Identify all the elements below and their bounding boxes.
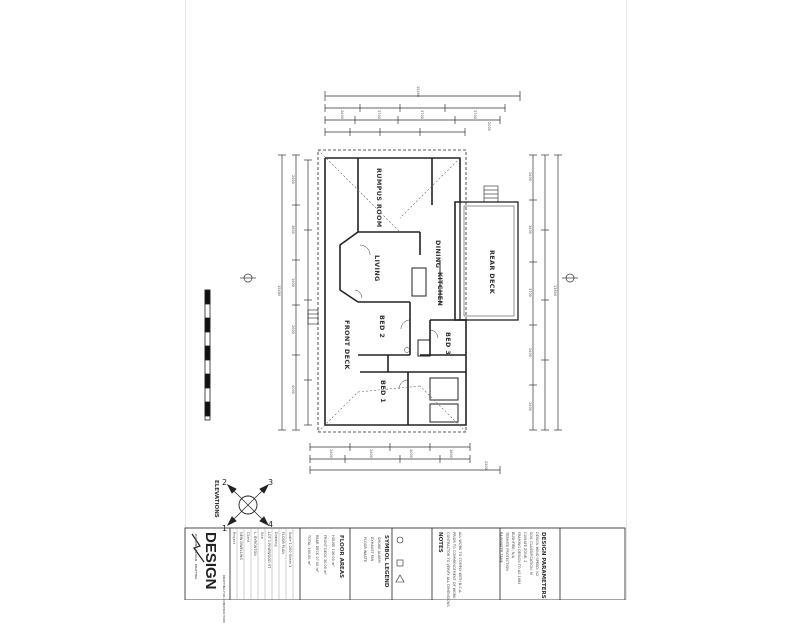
legend-item: EXHAUST FAN [370, 537, 374, 562]
design-param: BUSHFIRE: N/A [511, 532, 515, 558]
symbol-legend-title: SYMBOL LEGEND [383, 535, 389, 588]
floor-areas-title: FLOOR AREAS [338, 535, 344, 579]
dim-left-5: 4000 [291, 385, 295, 394]
scale-bar [204, 289, 211, 421]
dim-left-overall: 15490 [277, 285, 281, 297]
floor-area-row: FRONT DECK 30.00 m² [323, 535, 327, 575]
brand-subtitle: BUILDING DESIGN · DRAFTING [194, 534, 198, 580]
dim-right-overall: 11600 [553, 285, 557, 297]
elevations-label: ELEVATIONS [213, 480, 219, 518]
tb-project-value: NEW DWELLING [239, 532, 243, 561]
room-label-dining: DINING [434, 240, 442, 269]
design-param: SOIL CLASSIFICATION: M [529, 532, 533, 575]
dim-right-2: 3400 [528, 225, 532, 234]
design-param: FRAMING DESIGN TO AS 1684 [517, 532, 521, 585]
design-param: CLIMATE ZONE: 2 [523, 532, 527, 563]
dim-bottom-4: 1800 [449, 449, 453, 458]
dim-top-4: 3700 [473, 110, 477, 119]
front-stairs [307, 309, 319, 325]
room-label-rear-deck: REAR DECK [488, 250, 496, 295]
design-parameters-title: DESIGN PARAMETERS [540, 532, 546, 599]
design-param: RAINWATER TANK [499, 532, 503, 563]
title-block-frame [184, 527, 626, 600]
dim-left-4: 2000 [291, 325, 295, 334]
room-label-kitchen: KITCHEN [436, 272, 444, 307]
dim-overall: 15490 [416, 86, 420, 98]
drawing-sheet [185, 0, 627, 600]
tb-project-label: Project [232, 532, 236, 544]
floor-area-row: REAR DECK 27.00 m² [315, 535, 319, 573]
brand-logo-text: DESIGN [202, 532, 219, 590]
brand-tagline: DRAFTING FOR CONSTRUCTION [222, 575, 226, 623]
dim-left-3: 1400 [291, 278, 295, 287]
note-line: CONTRACTOR TO VERIFY ALL DIMENSIONS [446, 532, 450, 607]
dim-right-5: 1400 [528, 402, 532, 411]
rear-stairs [483, 185, 499, 203]
elevation-4: 4 [268, 520, 274, 529]
dim-top-2: 3700 [377, 110, 381, 119]
elevation-2: 2 [222, 478, 228, 487]
note-line: PRIOR TO COMMENCEMENT OF WORK [452, 532, 456, 599]
dim-right-4: 2400 [528, 348, 532, 357]
dim-bottom-3: 3000 [409, 449, 413, 458]
tb-site-value: LOT 1 PINEWOOD ST [267, 532, 271, 569]
room-label-bed-3: BED 3 [444, 332, 452, 356]
note-line: ALL WORK TO COMPLY WITH B.C.A. [458, 532, 462, 594]
dim-left-2: 3800 [291, 225, 295, 234]
room-label-bed-2: BED 2 [378, 315, 386, 339]
document-page: RUMPUS ROOM LIVING DINING KITCHEN REAR D… [184, 0, 627, 623]
tb-client-value: L. BYRONTON [253, 532, 257, 556]
tb-drawing-value: FLOOR PLAN [281, 532, 285, 555]
legend-item: FLOOR WASTE [363, 537, 367, 563]
roof-hip-lines [317, 149, 467, 433]
door-swings [354, 244, 439, 390]
title-block-rows [236, 528, 294, 600]
tb-client-label: Client [246, 532, 250, 543]
floor-plan-linework [184, 91, 626, 600]
elevation-compass [226, 483, 270, 527]
legend-symbols [395, 536, 405, 583]
floor-area-row: HOUSE 136.00 m² [331, 535, 335, 567]
dim-left-1: 2400 [291, 175, 295, 184]
notes-title: NOTES [437, 532, 443, 553]
dim-bottom-2: 2400 [369, 449, 373, 458]
legend-item: SMOKE ALARM [377, 537, 381, 563]
dim-top-5: 2000 [487, 122, 491, 131]
dim-top-1: 2400 [340, 110, 344, 119]
design-param: TERMITE PROTECTION [505, 532, 509, 571]
tb-site-label: Site [260, 532, 264, 539]
room-label-front-deck: FRONT DECK [343, 320, 351, 370]
tb-drawing-label: Drawing [274, 532, 278, 547]
room-label-rumpus: RUMPUS ROOM [375, 168, 383, 228]
dim-top-3: 3700 [420, 110, 424, 119]
floor-area-row: TOTAL 193.00 m² [307, 535, 311, 566]
dim-bottom-5: 2200 [484, 461, 488, 470]
logo-mark [191, 533, 205, 563]
dim-bottom-1: 2400 [329, 449, 333, 458]
dim-right-3: 3700 [528, 288, 532, 297]
design-param: DESIGN WIND SPEED: N2 [535, 532, 539, 577]
room-label-bed-1: BED 1 [379, 380, 387, 404]
elevation-1: 1 [222, 524, 228, 533]
room-label-living: LIVING [373, 255, 381, 282]
tb-scale-sheet: Scale 1:100 Sheet 1 [288, 532, 292, 568]
dim-right-1: 2400 [528, 172, 532, 181]
building-walls [317, 149, 467, 433]
elevation-3: 3 [268, 478, 274, 487]
